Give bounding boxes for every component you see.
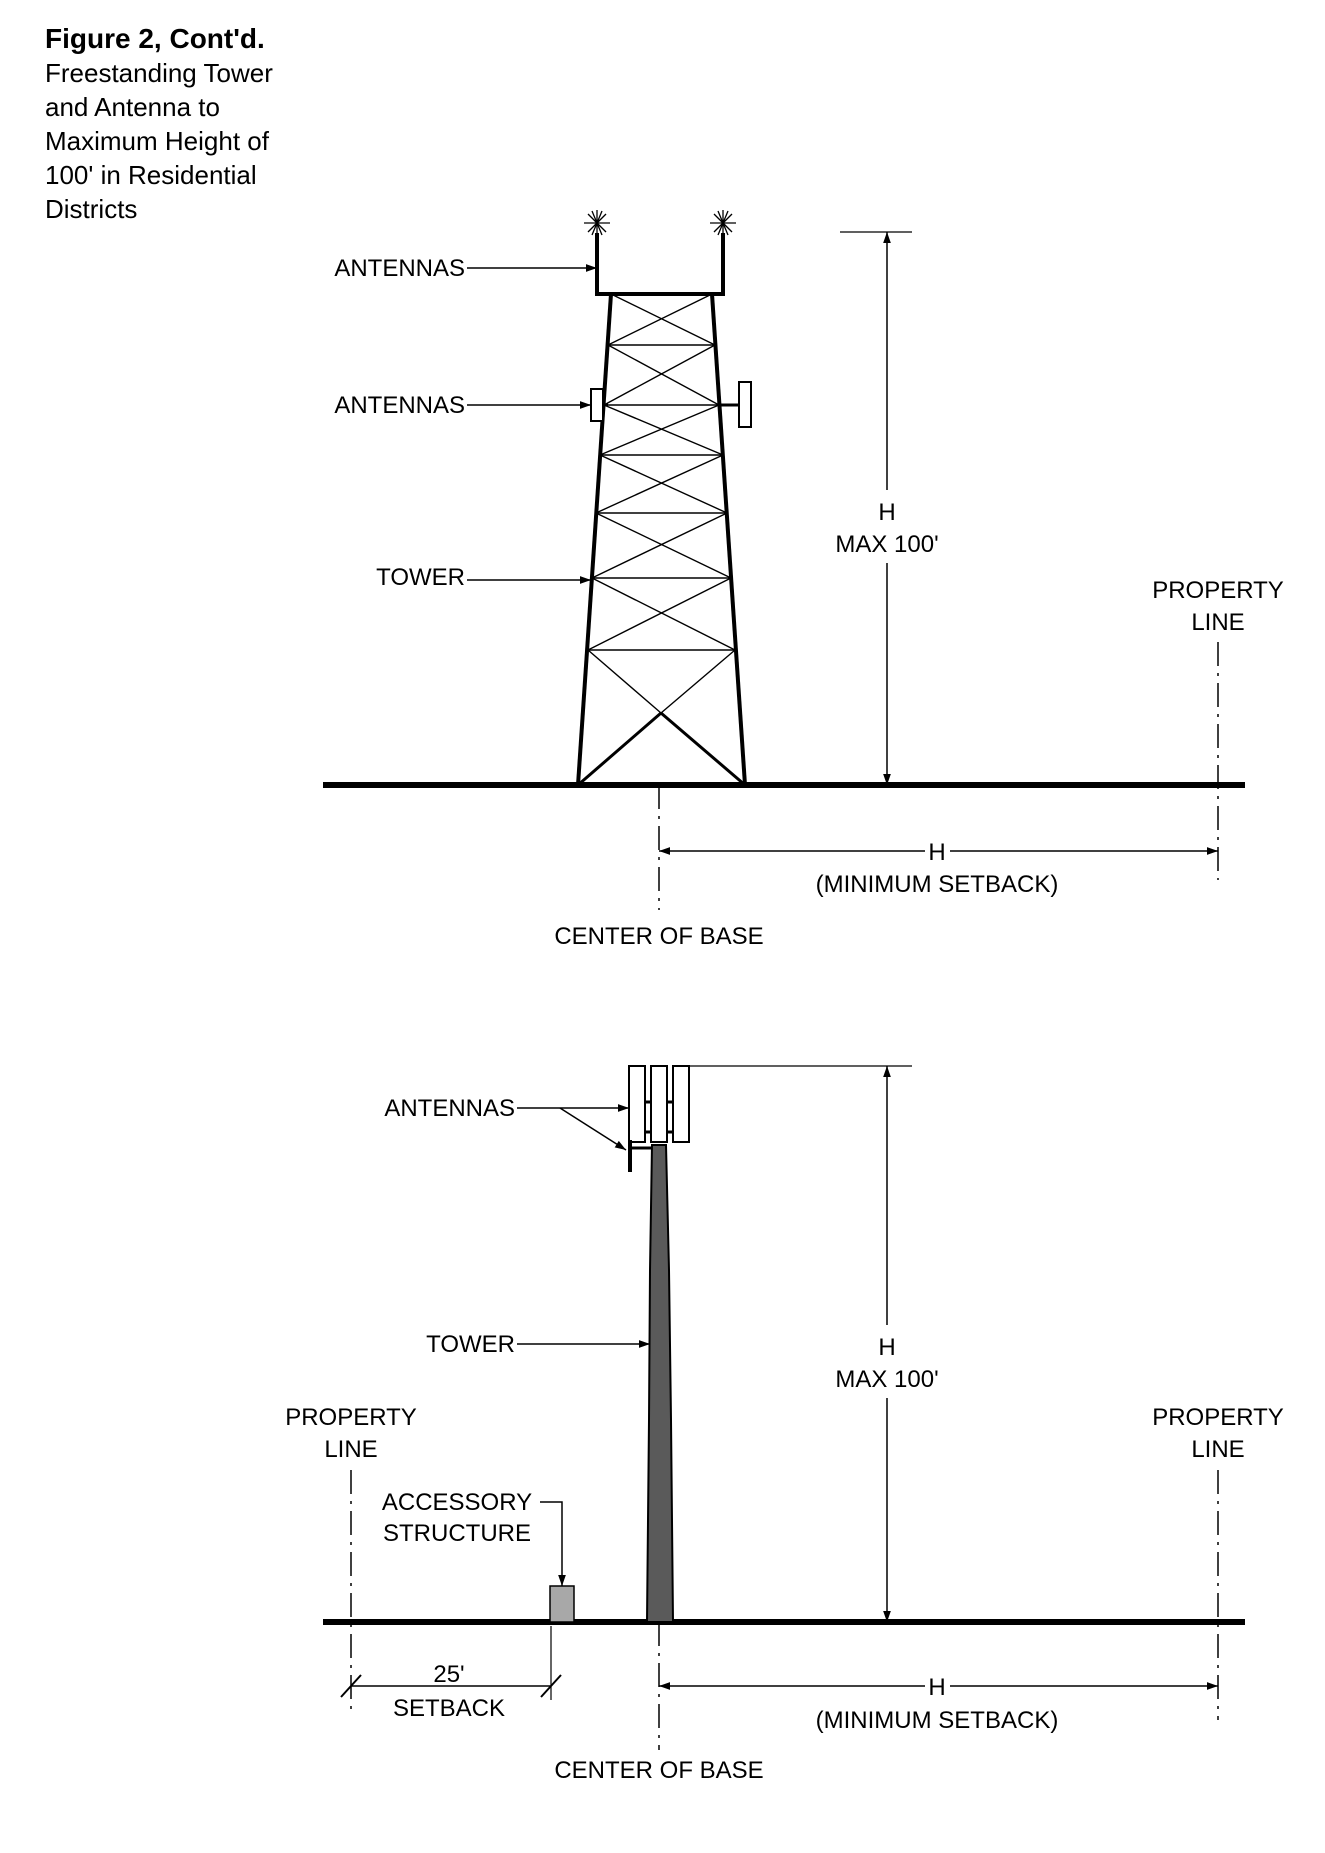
antennas-leader-whip <box>559 1107 627 1151</box>
center-of-base-label: CENTER OF BASE <box>554 1757 763 1784</box>
setback-symbol: H <box>928 839 945 866</box>
setback-symbol: H <box>928 1674 945 1701</box>
side-panel-antennas <box>590 381 752 428</box>
starburst-icon <box>584 210 610 236</box>
antenna-panel-array <box>628 1065 690 1172</box>
caption-line: and Antenna to <box>45 92 220 122</box>
accessory-setback-value: 25' <box>433 1661 464 1688</box>
lattice-tower <box>576 293 747 787</box>
caption-line: Maximum Height of <box>45 126 269 156</box>
property-line-label: LINE <box>1191 609 1244 636</box>
property-line-left-label: LINE <box>324 1436 377 1463</box>
dimension-tick <box>340 1674 362 1698</box>
height-max-label: MAX 100' <box>835 531 938 558</box>
property-line-label: PROPERTY <box>1152 577 1284 604</box>
height-symbol: H <box>878 1334 895 1361</box>
property-line-right-label: LINE <box>1191 1436 1244 1463</box>
center-of-base-label: CENTER OF BASE <box>554 923 763 950</box>
caption-line: 100' in Residential <box>45 160 257 190</box>
figure-title: Figure 2, Cont'd. <box>45 23 265 54</box>
top-antenna-group <box>584 210 736 296</box>
caption-line: Districts <box>45 194 138 224</box>
figure-caption: Figure 2, Cont'd. Freestanding Tower and… <box>45 22 345 226</box>
accessory-label: STRUCTURE <box>383 1520 531 1547</box>
caption-line: Freestanding Tower <box>45 58 273 88</box>
accessory-leader <box>540 1501 566 1586</box>
property-line-left-label: PROPERTY <box>285 1404 417 1431</box>
lattice-tower-diagram: ANTENNAS ANTENNAS TOWER H MAX 100' PROPE… <box>323 210 1284 950</box>
accessory-structure <box>549 1585 575 1623</box>
starburst-icon <box>710 210 736 236</box>
setback-label: (MINIMUM SETBACK) <box>816 871 1059 898</box>
antennas-side-label: ANTENNAS <box>334 392 465 419</box>
tower-label: TOWER <box>426 1331 515 1358</box>
antennas-top-label: ANTENNAS <box>334 255 465 282</box>
antennas-label: ANTENNAS <box>384 1095 515 1122</box>
height-symbol: H <box>878 499 895 526</box>
accessory-setback-label: SETBACK <box>393 1695 505 1722</box>
accessory-label: ACCESSORY <box>382 1489 532 1516</box>
monopole-diagram: ANTENNAS TOWER H MAX 100' PROPERTY LINE … <box>285 1065 1284 1784</box>
tower-label: TOWER <box>376 564 465 591</box>
monopole-tower <box>645 1144 675 1623</box>
property-line-right-label: PROPERTY <box>1152 1404 1284 1431</box>
height-max-label: MAX 100' <box>835 1366 938 1393</box>
setback-label: (MINIMUM SETBACK) <box>816 1707 1059 1734</box>
